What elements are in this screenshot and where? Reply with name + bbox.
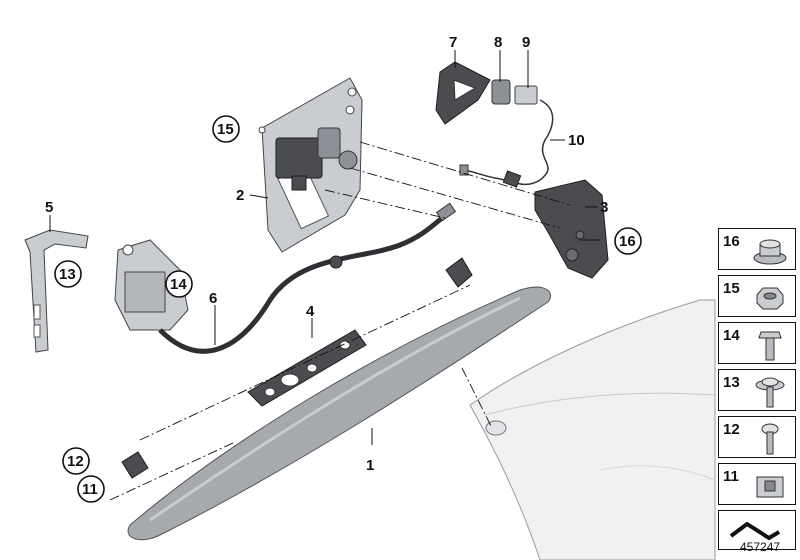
actuator-motor: [275, 127, 358, 191]
callout-11-circle: [77, 475, 105, 503]
callout-16: 16: [619, 233, 636, 250]
callout-7: 7: [449, 34, 457, 51]
legend-footer: [718, 510, 796, 550]
legend-item-number: 14: [723, 327, 740, 344]
callout-16-circle: [614, 227, 642, 255]
fastener-legend: 16 15 14 13 12 1: [718, 228, 796, 555]
callout-13: 13: [59, 266, 76, 283]
leader-lines: [49, 50, 600, 445]
latch-unit: [114, 239, 189, 331]
legend-item-number: 15: [723, 280, 740, 297]
tailgate-panel: [469, 299, 716, 560]
callout-15: 15: [217, 121, 234, 138]
handle-grip: [435, 61, 491, 125]
connector: [514, 85, 538, 105]
clip-nut-icon: [756, 476, 784, 498]
bracket-arrow-icon: [729, 521, 781, 541]
bowden-cable: [158, 202, 457, 354]
flange-nut-icon: [753, 239, 787, 265]
callout-10: 10: [568, 132, 585, 149]
lock-cover: [534, 179, 609, 279]
legend-item: 13: [718, 369, 796, 411]
legend-item: 15: [718, 275, 796, 317]
callout-9: 9: [522, 34, 530, 51]
switch: [491, 79, 511, 105]
legend-item-number: 13: [723, 374, 740, 391]
callout-14: 14: [170, 276, 187, 293]
wiring-harness: [459, 99, 554, 188]
torx-screw-washer-icon: [755, 377, 785, 408]
assembly-guide-lines: [109, 141, 571, 501]
callout-12-circle: [62, 447, 90, 475]
callout-15-circle: [212, 115, 240, 143]
callout-labels: 1 2 3 4 5 6 7 8 9 10: [45, 34, 608, 474]
bracket: [24, 229, 89, 353]
torx-screw-icon: [761, 423, 779, 455]
legend-item-number: 12: [723, 421, 740, 438]
callout-5: 5: [45, 199, 53, 216]
callout-8: 8: [494, 34, 502, 51]
legend-item: 11: [718, 463, 796, 505]
callout-12: 12: [67, 453, 84, 470]
callout-2: 2: [236, 187, 244, 204]
callout-6: 6: [209, 290, 217, 307]
callout-1: 1: [366, 457, 374, 474]
legend-item-number: 11: [723, 468, 739, 485]
legend-item: 12: [718, 416, 796, 458]
diagram-id: 457247: [740, 540, 781, 554]
legend-item: 14: [718, 322, 796, 364]
legend-item-number: 16: [723, 233, 740, 250]
hex-bolt-icon: [758, 331, 782, 361]
hex-nut-icon: [756, 287, 784, 310]
callout-4: 4: [306, 303, 315, 320]
circled-callouts: 11 12 13 14 15 16: [54, 115, 642, 503]
gasket-set: [121, 257, 473, 479]
callout-13-circle: [54, 260, 82, 288]
callout-3: 3: [600, 199, 608, 216]
handle-trim: [127, 286, 552, 541]
legend-item: 16: [718, 228, 796, 270]
callout-11: 11: [82, 481, 98, 498]
callout-14-circle: [165, 270, 193, 298]
